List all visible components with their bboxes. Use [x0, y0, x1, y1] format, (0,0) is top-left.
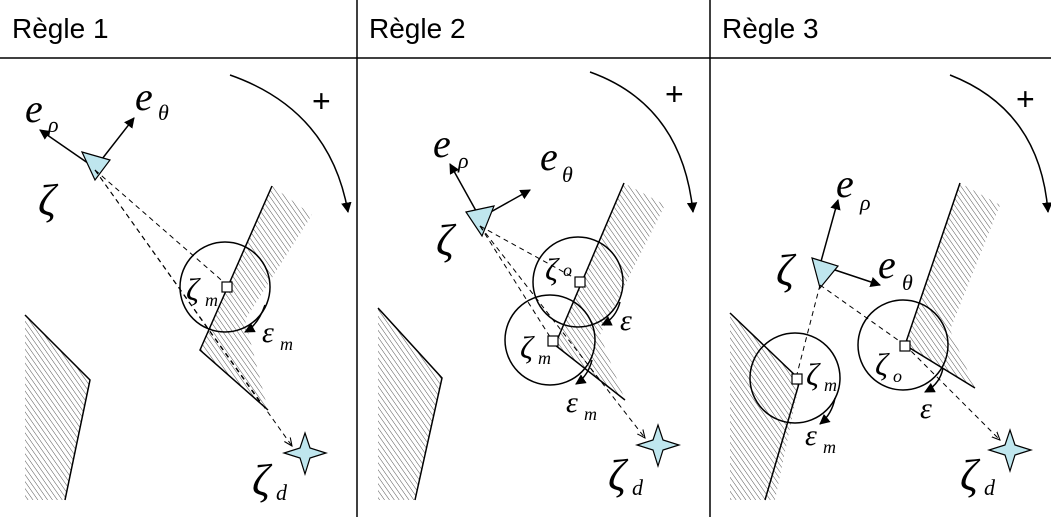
zeta-m-base: ζ: [186, 271, 201, 307]
panel-3-title: Règle 3: [722, 13, 819, 44]
eps-label: ε: [620, 304, 632, 337]
zeta-d-sub: d: [276, 480, 288, 505]
e-rho-sub: ρ: [47, 112, 59, 137]
e-theta-sub: θ: [902, 270, 913, 295]
e-theta-sub: θ: [158, 100, 169, 125]
e-theta-base: e: [135, 74, 153, 119]
rotation-arrow: [229, 74, 352, 214]
zeta-m-sub: m: [205, 290, 218, 310]
e-rho-base: e: [25, 86, 43, 131]
panel-1-title: Règle 1: [12, 13, 109, 44]
e-theta-base: e: [540, 134, 558, 179]
zeta-d-base: ζ: [252, 456, 273, 505]
goal-star: [281, 431, 329, 477]
obstacle-left: [378, 308, 442, 500]
panel-1: + e ρ e θ ζ ζ m ε m ζ d: [24, 74, 352, 505]
goal-star: [986, 428, 1034, 474]
zeta-m-base: ζ: [806, 356, 821, 392]
eps-m-base: ε: [262, 316, 274, 349]
zeta-label: ζ: [436, 216, 457, 265]
robot: [811, 257, 840, 290]
panel-2: + e ρ e θ ζ ζ o ε ζ m ε m ζ: [377, 71, 698, 501]
zeta-d-sub: d: [984, 475, 996, 500]
rotation-arrow: [949, 74, 1051, 214]
zeta-o-sub: o: [893, 366, 902, 386]
eps-m-sub: m: [584, 404, 597, 424]
e-rho-sub: ρ: [859, 190, 871, 215]
zeta-m-sub: m: [538, 348, 551, 368]
robot: [465, 205, 495, 238]
zeta-d-base: ζ: [960, 451, 981, 500]
zeta-o-base: ζ: [875, 346, 890, 382]
e-theta-base: e: [878, 242, 896, 287]
panel-2-title: Règle 2: [369, 13, 466, 44]
obstacle-right: [200, 186, 312, 410]
e-rho-base: e: [433, 121, 451, 166]
zeta-d-base: ζ: [608, 451, 629, 500]
eps-m-sub: m: [280, 334, 293, 354]
rotation-arrow: [589, 71, 698, 214]
plus-sign: +: [312, 83, 331, 119]
zeta-m-base: ζ: [520, 329, 535, 365]
plus-sign: +: [1016, 81, 1035, 117]
zeta-o-sub: o: [563, 260, 572, 280]
obstacle-right: [905, 183, 1000, 388]
obstacle-left: [730, 313, 800, 500]
goal-star: [634, 423, 682, 469]
zeta-o-base: ζ: [545, 251, 560, 287]
robot: [80, 151, 112, 182]
eps-m-base: ε: [805, 419, 817, 452]
eps-label: ε: [920, 392, 932, 425]
zeta-d-sub: d: [632, 475, 644, 500]
e-theta-sub: θ: [562, 162, 573, 187]
obstacle-right: [555, 183, 665, 400]
e-rho-base: e: [836, 161, 854, 206]
plus-sign: +: [665, 76, 684, 112]
eps-m-sub: m: [823, 437, 836, 457]
zeta-m-sub: m: [824, 375, 837, 395]
zeta-label: ζ: [776, 246, 797, 295]
obstacle-left: [25, 315, 90, 500]
eps-m-base: ε: [566, 386, 578, 419]
zeta-label: ζ: [38, 176, 59, 225]
panel-3: + e ρ e θ ζ ζ m ζ o ε ε m ζ: [729, 74, 1051, 501]
e-rho-sub: ρ: [457, 148, 469, 173]
